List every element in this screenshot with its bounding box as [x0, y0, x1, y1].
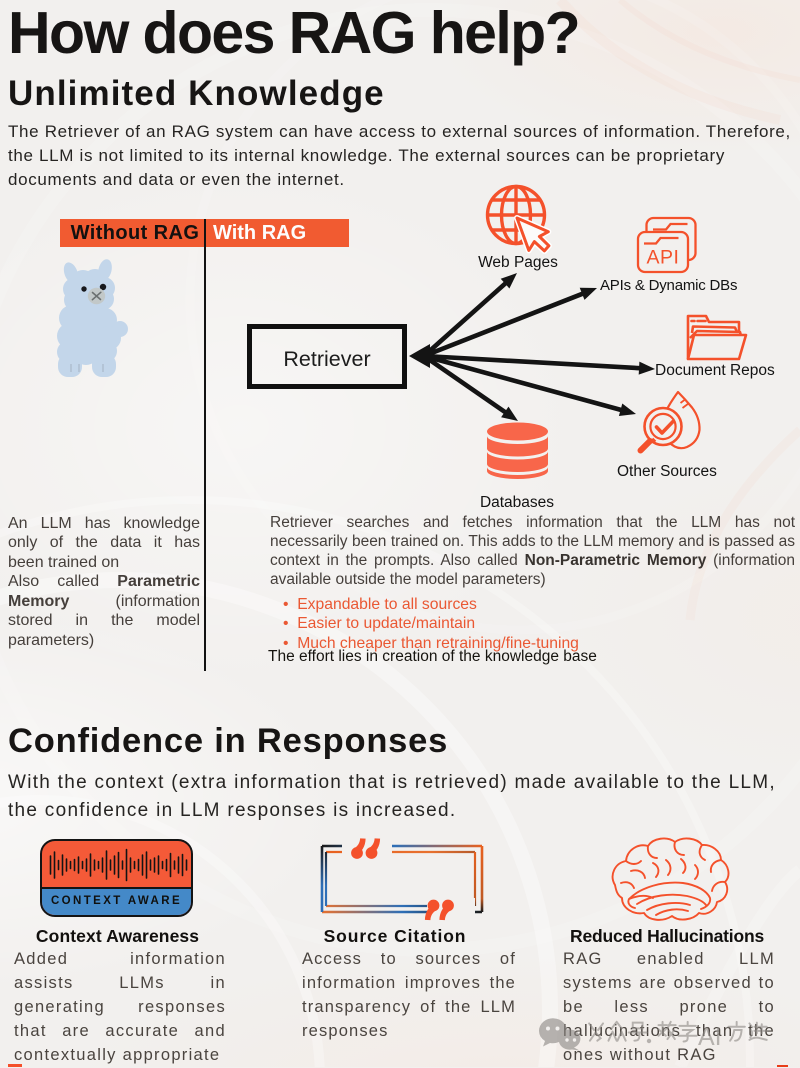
svg-text:AI: AI [698, 1023, 722, 1051]
svg-text:API: API [647, 247, 680, 269]
